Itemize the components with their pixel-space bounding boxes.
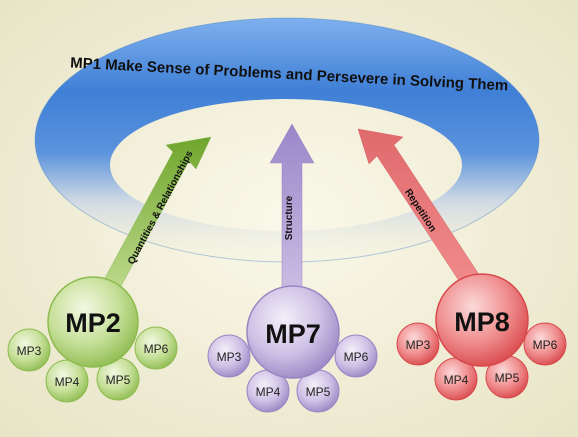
sub-label: MP3 (406, 338, 431, 352)
node-mp6 (134, 326, 178, 370)
node-mp3 (396, 322, 440, 366)
node-mp6 (523, 322, 567, 366)
cluster-mp2: MP2 MP3 MP4 MP5 MP6 (7, 276, 178, 403)
sub-label: MP6 (144, 342, 169, 356)
node-mp3 (207, 334, 251, 378)
node-mp8 (435, 273, 529, 367)
sub-label: MP4 (444, 373, 469, 387)
main-label-mp2: MP2 (65, 308, 121, 338)
sub-label: MP6 (533, 338, 558, 352)
node-mp4 (45, 359, 89, 403)
node-mp2 (47, 276, 139, 368)
sub-label: MP5 (106, 373, 131, 387)
main-label-mp8: MP8 (454, 307, 510, 337)
node-mp6 (334, 334, 378, 378)
sub-label: MP5 (495, 371, 520, 385)
sub-label: MP4 (55, 375, 80, 389)
sub-label: MP3 (17, 344, 42, 358)
node-mp7 (246, 285, 340, 379)
sub-label: MP5 (306, 385, 331, 399)
arrow-label-structure: Structure (284, 195, 295, 240)
sub-label: MP4 (256, 385, 281, 399)
node-mp3 (7, 328, 51, 372)
cluster-mp7: MP7 MP3 MP4 MP5 MP6 (207, 285, 378, 413)
cluster-mp8: MP8 MP3 MP4 MP5 MP6 (396, 273, 567, 401)
sub-label: MP3 (217, 350, 242, 364)
sub-label: MP6 (344, 350, 369, 364)
main-label-mp7: MP7 (265, 319, 321, 349)
